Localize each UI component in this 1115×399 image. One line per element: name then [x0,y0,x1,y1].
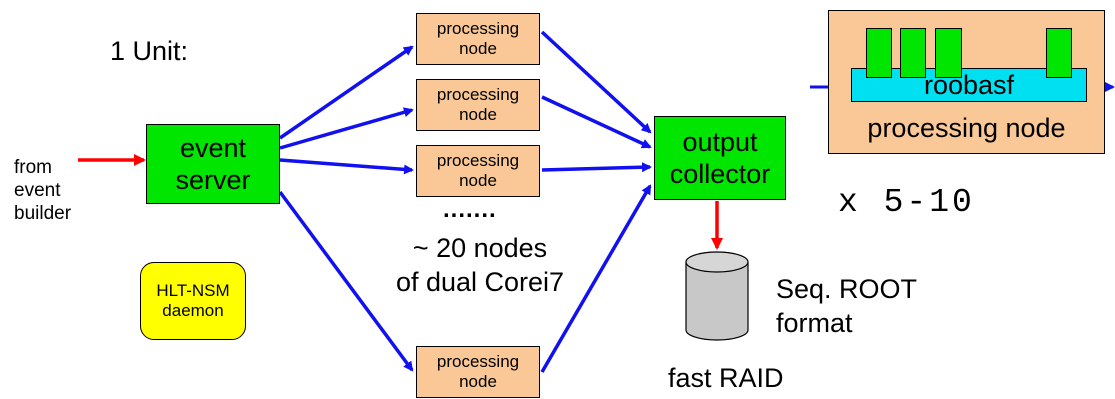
hlt-nsm-line-2: daemon [162,301,224,320]
raid-label: fast RAID [668,363,784,393]
module-block-3 [935,28,962,78]
storage-format-line-1: Seq. ROOT [776,274,918,304]
arrow-server-to-node-1 [279,45,414,140]
hlt-nsm-daemon-box: HLT-NSM daemon [140,262,246,340]
inset-caption: processing node [867,113,1066,143]
arrow-server-to-node-4 [278,190,414,372]
output-collector-box: output collector [654,116,786,200]
storage-format-line-2: format [776,307,853,338]
event-server-line-2: server [175,165,251,195]
unit-label: 1 Unit: [110,36,189,66]
input-line-1: from [14,157,52,178]
output-collector-line-2: collector [669,159,771,189]
output-collector-line-1: output [682,126,758,157]
processing-node-3-line-2: node [459,171,497,190]
more-nodes-dots: ....... [443,196,497,223]
processing-node-2: processing node [416,79,540,131]
arrow-node-4-to-collector [540,184,652,373]
disk-icon [685,251,749,341]
processing-node-2-line-2: node [459,105,497,124]
processing-node-4: processing node [416,346,540,398]
arrow-node-2-to-collector [541,95,652,149]
module-block-2 [900,28,926,78]
processing-node-4-line-2: node [459,372,497,391]
module-block-1 [866,28,892,78]
input-line-3: builder [14,202,72,224]
arrow-node-1-to-collector [540,30,652,134]
arrow-node-3-to-collector [541,162,652,173]
event-server-line-1: event [179,132,247,163]
input-source-label: from event builder [14,157,71,225]
processing-node-1: processing node [416,13,540,65]
arrow-server-to-node-2 [279,107,414,150]
inset-processing-node: roobasf processing node [828,10,1105,154]
roobasf-bar: roobasf [851,68,1087,102]
nodes-note-line-1: ~ 20 nodes [412,233,548,263]
processing-node-4-line-1: processing [436,352,520,372]
multiplier-label: x 5-10 [838,184,975,221]
module-block-4 [1046,28,1072,78]
processing-node-3-line-1: processing [436,151,520,171]
nodes-note: ~ 20 nodes of dual Corei7 [370,232,590,300]
processing-node-1-line-2: node [459,39,497,58]
hlt-nsm-line-1: HLT-NSM [156,281,230,301]
processing-node-1-line-1: processing [436,19,520,39]
processing-node-2-line-1: processing [436,85,520,105]
storage-format-label: Seq. ROOT format [776,273,917,341]
arrow-server-to-node-3 [279,158,414,175]
input-line-2: event [14,179,61,201]
processing-node-3: processing node [416,145,540,197]
nodes-note-line-2: of dual Corei7 [395,266,565,297]
event-server-box: event server [146,124,280,204]
